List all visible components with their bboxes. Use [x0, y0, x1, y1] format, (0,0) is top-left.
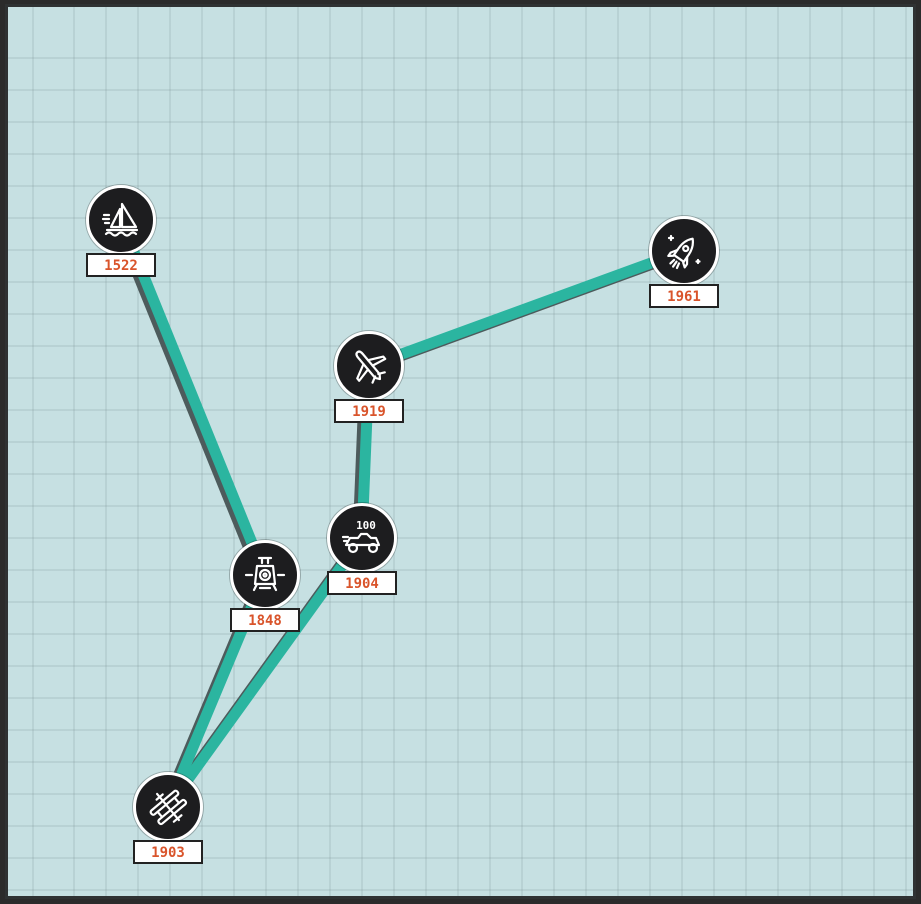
biplane-icon	[133, 772, 203, 842]
year-label: 1522	[86, 253, 156, 277]
year-label: 1848	[230, 608, 300, 632]
airplane-icon	[334, 331, 404, 401]
year-label: 1961	[649, 284, 719, 308]
year-label: 1904	[327, 571, 397, 595]
race-car-badge: 100	[356, 519, 376, 532]
path-1919-1961	[363, 245, 690, 372]
race-car-icon: 100	[327, 503, 397, 573]
sailboat-icon	[86, 185, 156, 255]
steam-train-icon	[230, 540, 300, 610]
timeline-board: 1522 1848	[5, 4, 916, 899]
year-label: 1919	[334, 399, 404, 423]
connection-paths	[111, 214, 690, 816]
path-1522-1848	[115, 214, 271, 581]
year-label: 1903	[133, 840, 203, 864]
rocket-icon	[649, 216, 719, 286]
